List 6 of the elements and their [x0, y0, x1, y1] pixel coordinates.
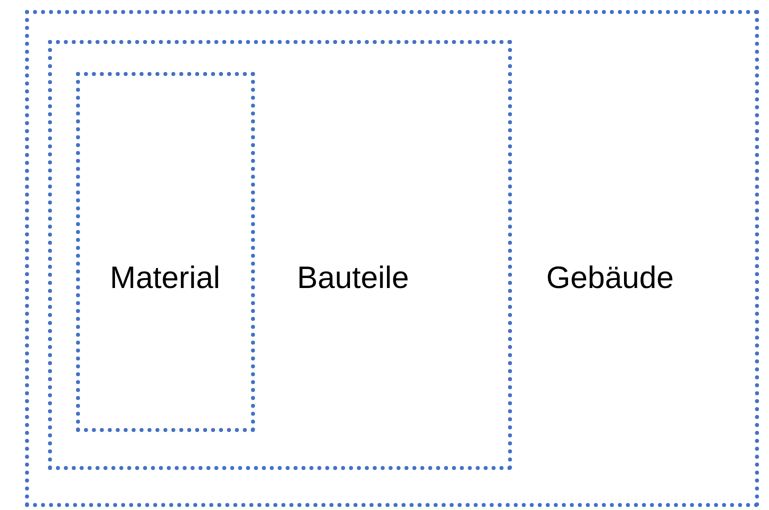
region-label: Gebäude — [546, 260, 674, 296]
region-label: Bauteile — [296, 260, 410, 296]
nested-region-box — [25, 10, 759, 507]
nested-region-box — [48, 40, 512, 470]
region-label: Material — [110, 260, 220, 296]
nested-region-box — [76, 72, 255, 432]
